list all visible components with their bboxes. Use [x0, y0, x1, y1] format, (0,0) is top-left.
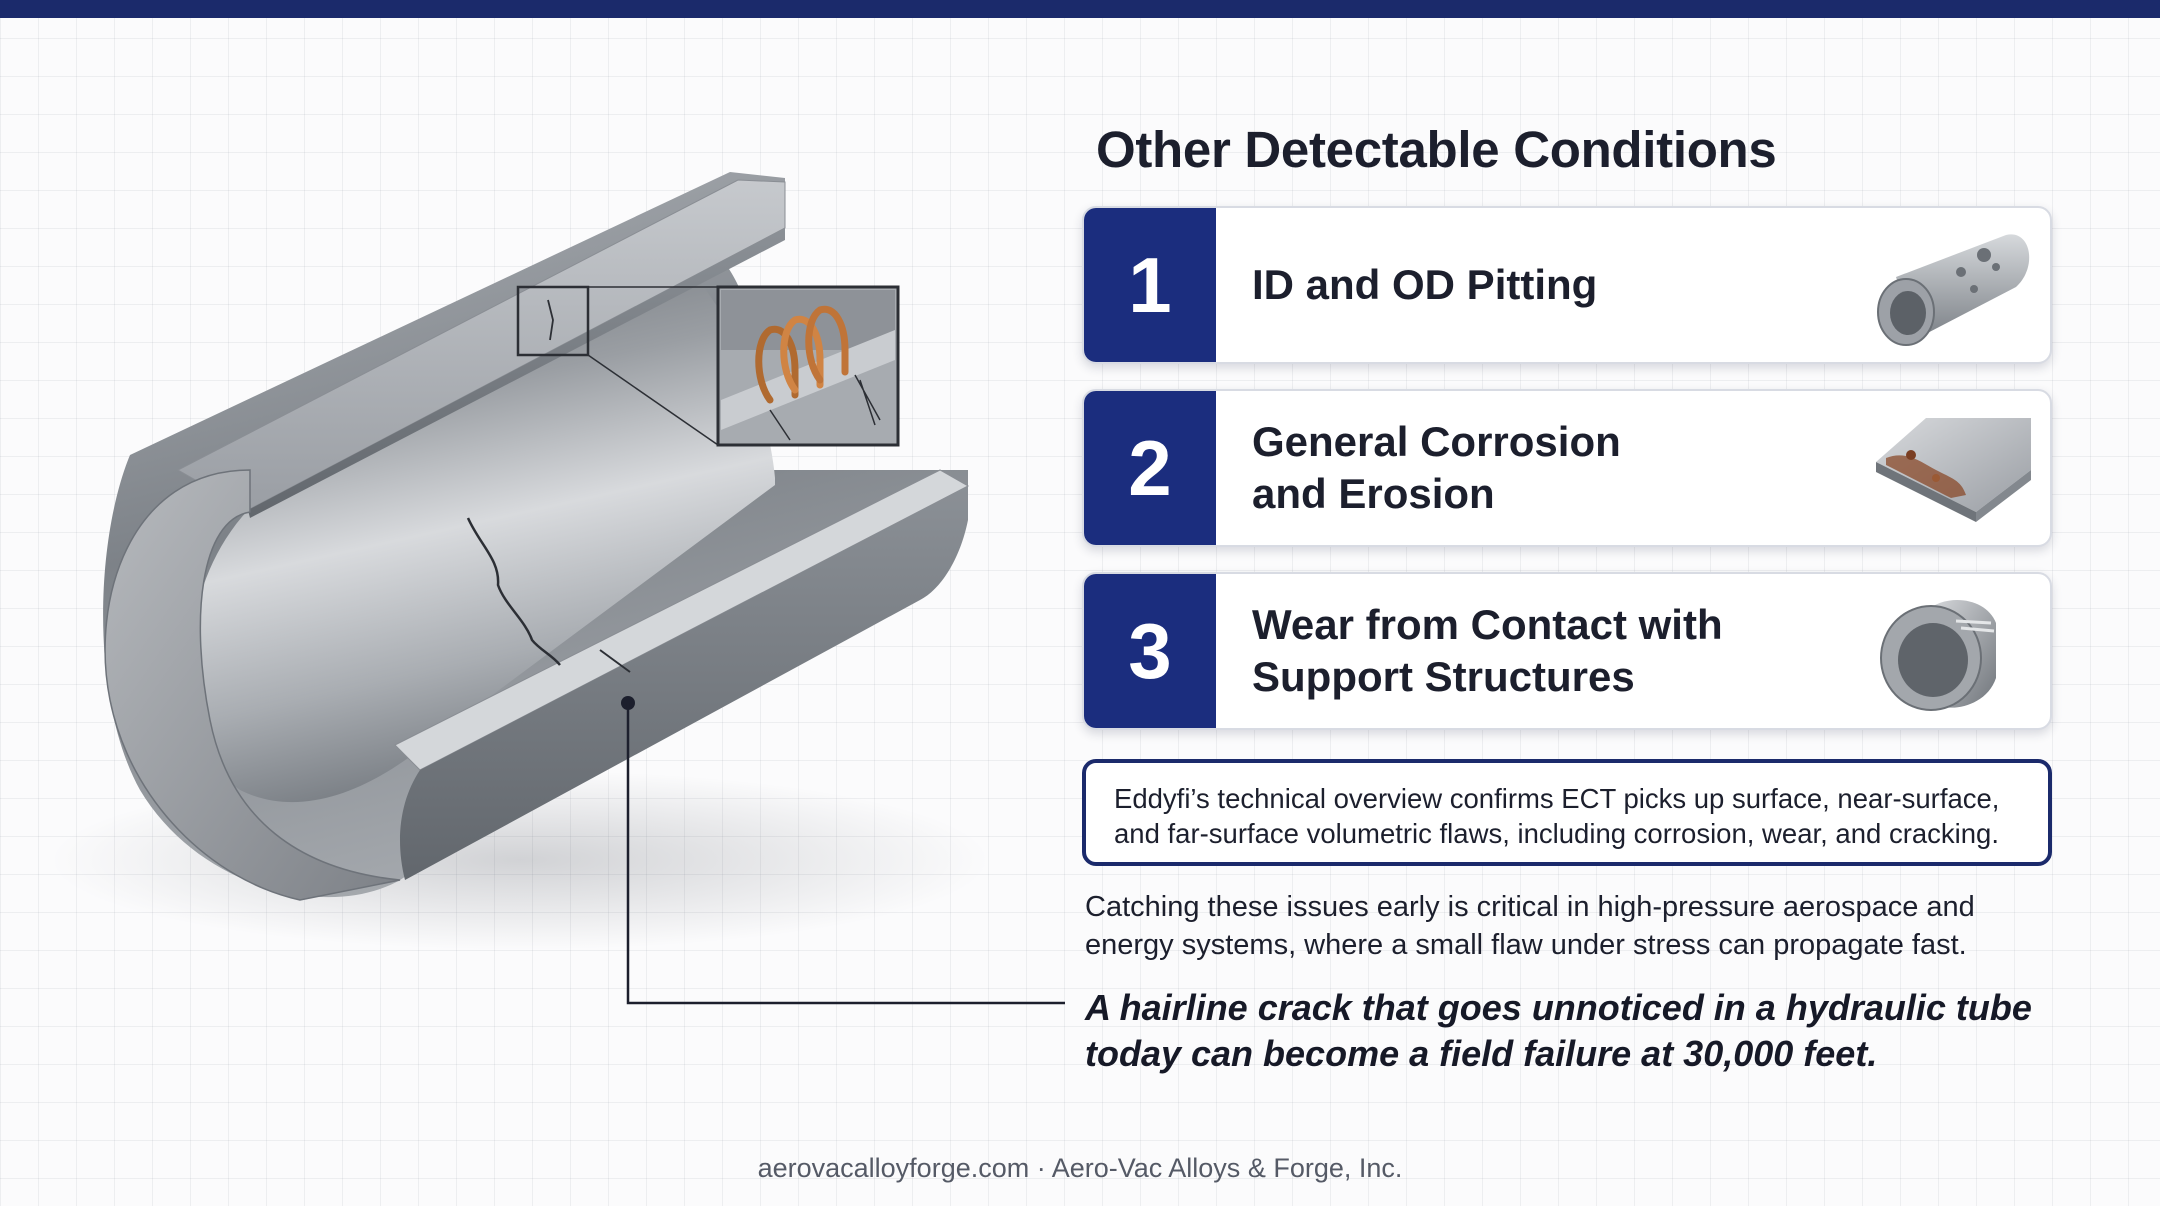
emphasis-line1: A hairline crack that goes unnoticed in … — [1085, 987, 2032, 1028]
hairline-crack — [466, 517, 561, 666]
condition-card-1: 1 ID and OD Pitting — [1082, 206, 2052, 364]
condition-number: 2 — [1084, 391, 1216, 545]
condition-number: 3 — [1084, 574, 1216, 728]
inspection-zoom-box — [516, 285, 590, 357]
body-line2: energy systems, where a small flaw under… — [1085, 928, 1967, 961]
cutaway-tube-illustration — [50, 172, 1065, 1005]
tube-top-wall-side — [248, 228, 785, 518]
tube-end-ring — [104, 469, 401, 901]
note-line2: and far-surface volumetric flaws, includ… — [1114, 817, 1999, 849]
top-accent-bar — [0, 0, 2160, 18]
condition-number: 1 — [1084, 208, 1216, 362]
eddy-current-probe-inset — [716, 285, 900, 447]
emphasis-line2: today can become a field failure at 30,0… — [1085, 1032, 1878, 1074]
pitted-tube-icon — [1877, 234, 2030, 346]
body-paragraph: Catching these issues early is critical … — [1085, 889, 2045, 964]
section-title: Other Detectable Conditions — [1096, 121, 1777, 178]
tube-bottom-wall-side — [400, 486, 968, 880]
condition-label-line1: General Corrosion — [1252, 418, 1621, 466]
eddyfi-note-box: Eddyfi’s technical overview confirms ECT… — [1082, 759, 2052, 866]
condition-label-line2: Support Structures — [1252, 653, 1635, 700]
worn-ring-icon — [1880, 599, 1996, 711]
condition-label: General Corrosion and Erosion — [1252, 391, 1852, 545]
corroded-plate-icon — [1876, 418, 2031, 522]
condition-label: ID and OD Pitting — [1252, 208, 1852, 362]
condition-label: Wear from Contact with Support Structure… — [1252, 574, 1852, 728]
callout-leader-line — [626, 703, 1065, 1005]
footer-credit[interactable]: aerovacalloyforge.com · Aero-Vac Alloys … — [757, 1153, 1403, 1183]
condition-label-line1: Wear from Contact with — [1252, 601, 1723, 649]
note-line1: Eddyfi’s technical overview confirms ECT… — [1114, 783, 2000, 814]
condition-card-2: 2 General Corrosion and Erosion — [1082, 389, 2052, 547]
crack-continuation — [599, 649, 631, 673]
condition-label-line1: ID and OD Pitting — [1252, 261, 1598, 309]
condition-label-line2: and Erosion — [1252, 470, 1495, 517]
body-line1: Catching these issues early is critical … — [1085, 891, 1975, 923]
condition-card-3: 3 Wear from Contact with Support Structu… — [1082, 572, 2052, 730]
emphasis-statement: A hairline crack that goes unnoticed in … — [1085, 985, 2075, 1076]
